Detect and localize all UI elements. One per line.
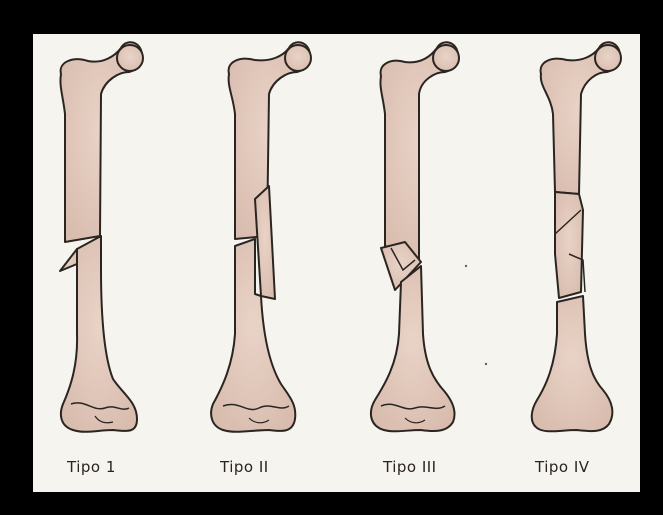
drawing-paper: Tipo 1 Tipo II Tipo III Tipo IV — [33, 34, 640, 492]
femur-2-head — [285, 45, 311, 71]
femur-3-proximal-fragment — [380, 42, 458, 260]
femur-fracture-diagram — [33, 34, 640, 492]
label-tipo-4: Tipo IV — [535, 458, 590, 476]
label-tipo-1: Tipo 1 — [67, 458, 116, 476]
femur-3-head — [433, 45, 459, 71]
femur-4-distal-fragment — [532, 296, 613, 431]
femur-1-wedge-fragment — [60, 249, 77, 271]
femur-tipo-3 — [371, 42, 459, 431]
femur-3-distal-fragment — [371, 266, 455, 431]
femur-tipo-1 — [60, 42, 143, 432]
label-tipo-2: Tipo II — [220, 458, 269, 476]
femur-4-head — [595, 45, 621, 71]
femur-4-segmental-fragment — [555, 192, 583, 298]
femur-1-head — [117, 45, 143, 71]
femur-tipo-2 — [211, 42, 311, 432]
femur-1-proximal-fragment — [60, 42, 142, 242]
femur-2-distal-fragment — [211, 239, 295, 432]
label-tipo-3: Tipo III — [383, 458, 437, 476]
femur-2-splinter-fragment — [255, 186, 275, 299]
femur-tipo-4 — [532, 42, 621, 431]
